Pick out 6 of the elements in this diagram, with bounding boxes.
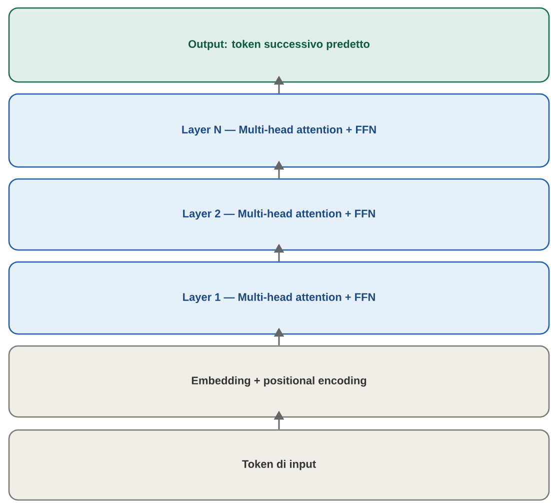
layer-box: Layer N — Multi-head attention + FFN: [8, 93, 550, 168]
output-box: Output: token successivo predetto: [8, 7, 550, 83]
layer-box: Layer 2 — Multi-head attention + FFN: [8, 178, 550, 251]
input-box: Embedding + positional encoding: [8, 345, 550, 418]
input-box: Token di input: [8, 429, 550, 501]
layer-box: Layer 1 — Multi-head attention + FFN: [8, 261, 550, 335]
